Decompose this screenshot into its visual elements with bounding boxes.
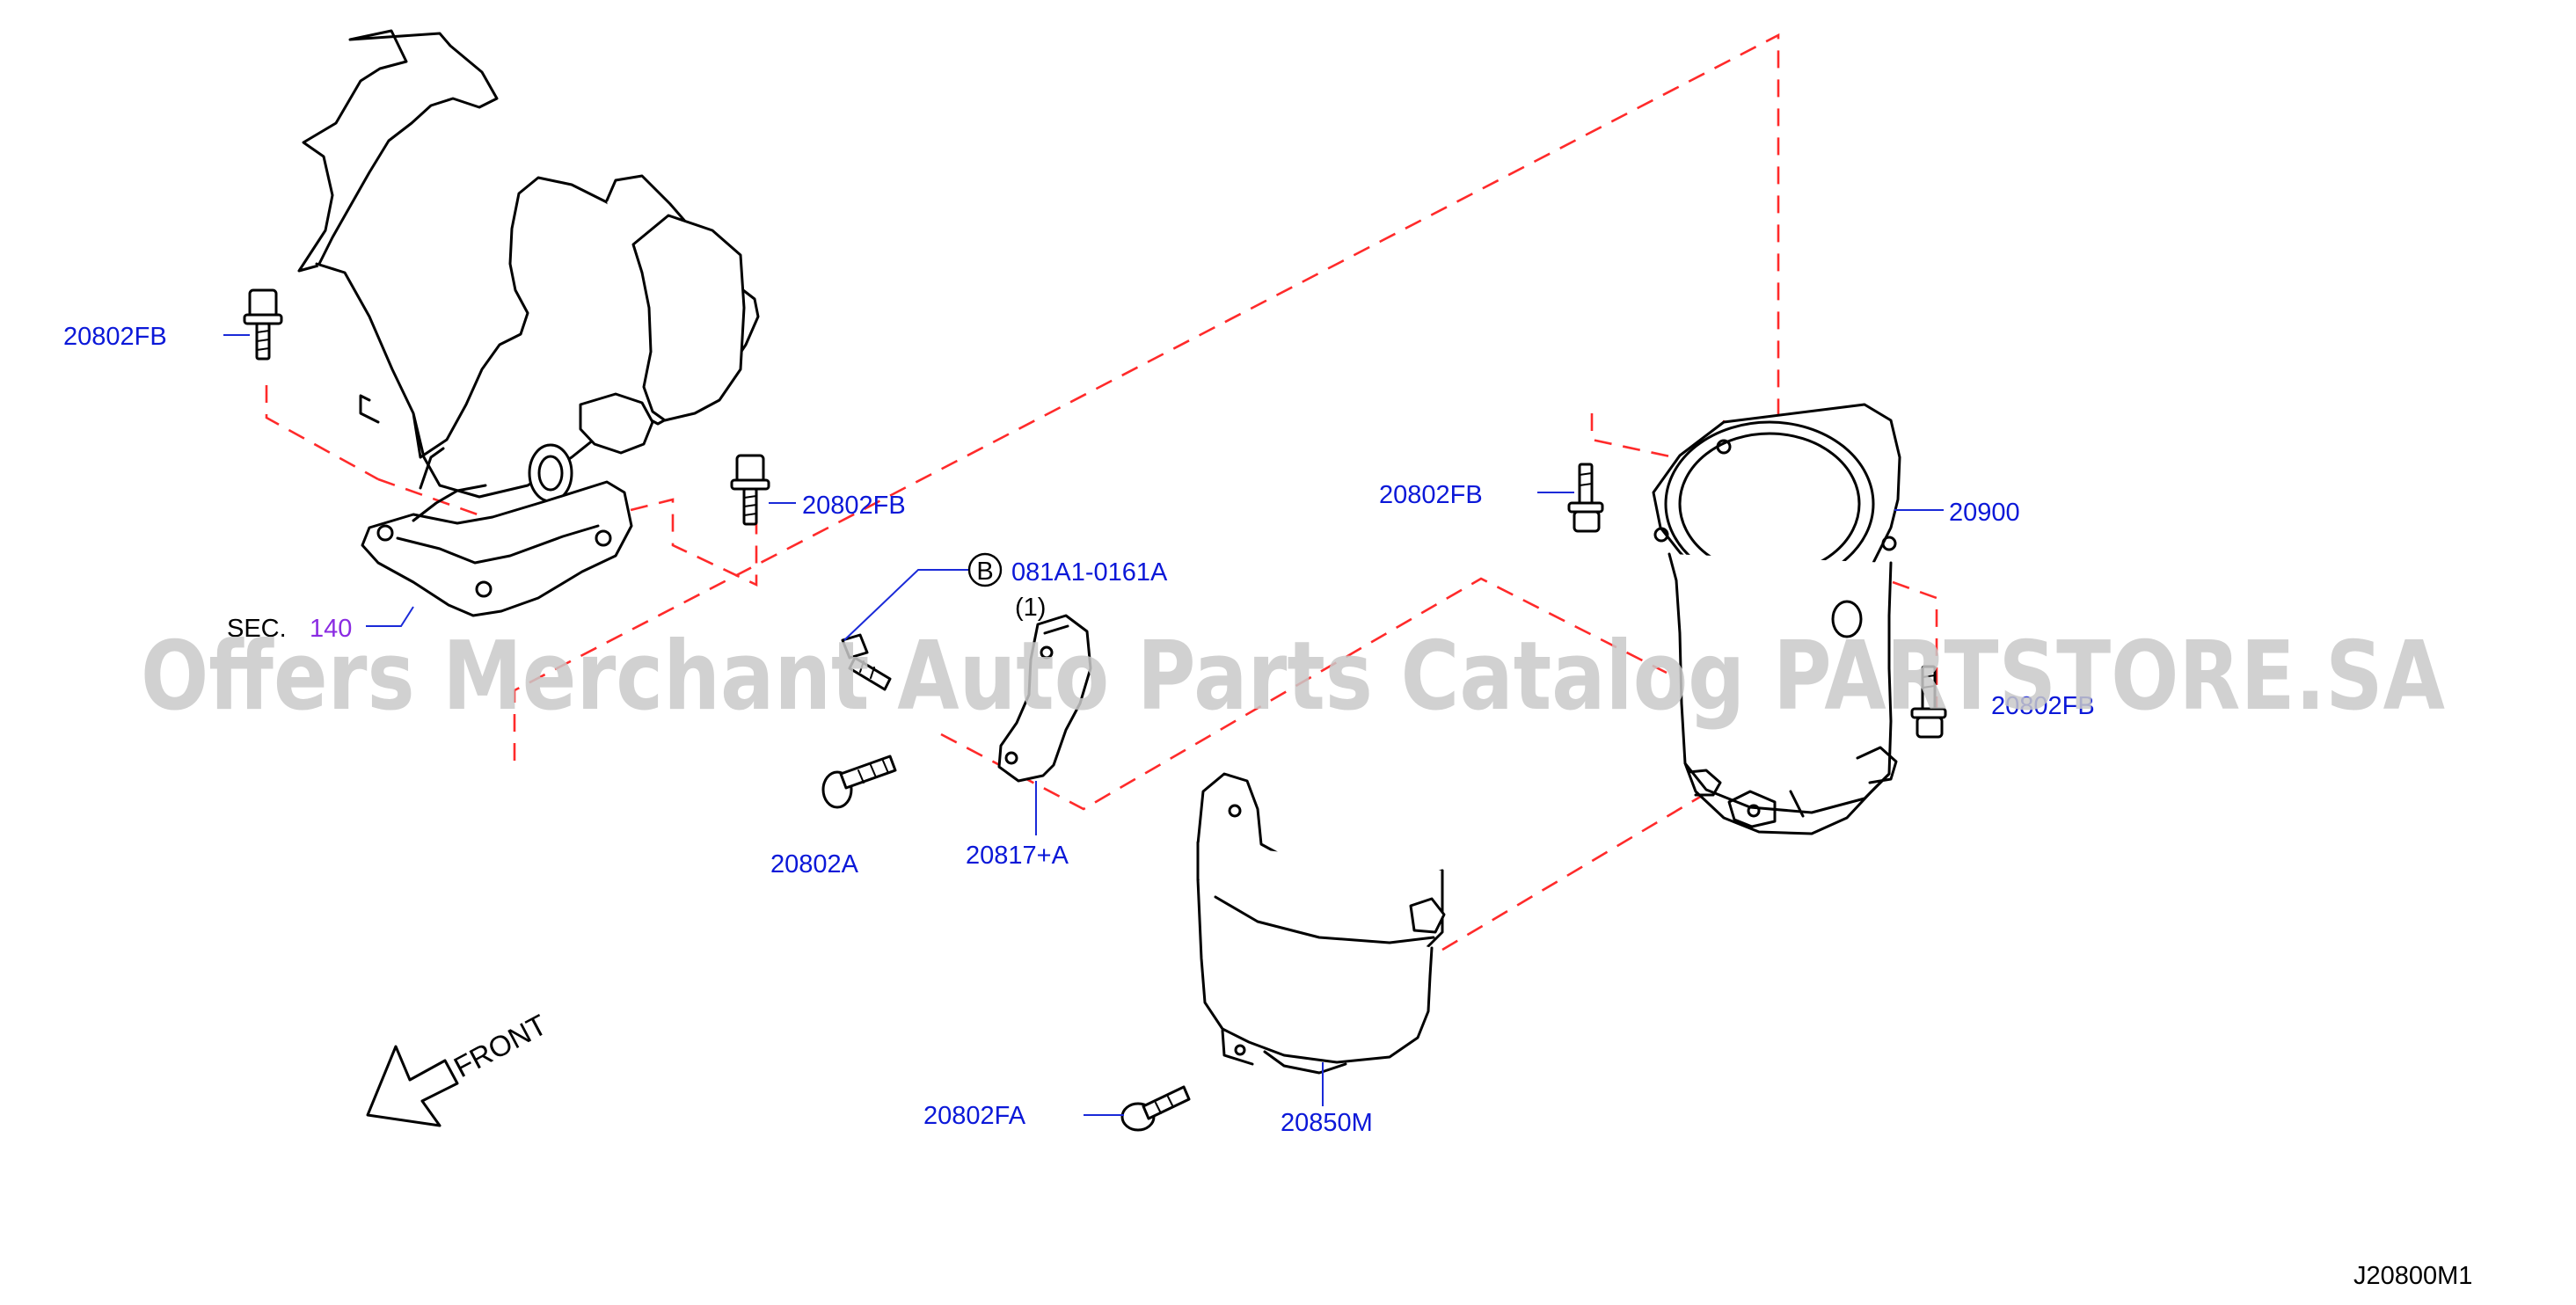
label-20802a[interactable]: 20802A	[770, 850, 859, 879]
label-081a1-quantity: (1)	[1015, 594, 1046, 622]
watermark-text: Offers Merchant Auto Parts Catalog PARTS…	[141, 622, 2445, 732]
catalytic-converter-20900	[1652, 403, 1901, 835]
front-arrow	[366, 1045, 459, 1127]
bolt-20802fa	[1120, 1085, 1191, 1132]
label-20802fb-right[interactable]: 20802FB	[1991, 692, 2095, 720]
label-20900[interactable]: 20900	[1949, 499, 2020, 527]
label-sec-number[interactable]: 140	[310, 615, 352, 643]
bracket-20817a	[997, 614, 1092, 783]
callout-b-letter: B	[976, 558, 993, 586]
label-081a1-0161a[interactable]: 081A1-0161A	[1011, 558, 1168, 587]
label-20802fb-center[interactable]: 20802FB	[1379, 481, 1483, 509]
bolt-20802a	[821, 755, 897, 809]
label-20817a[interactable]: 20817+A	[966, 842, 1069, 870]
label-20850m[interactable]: 20850M	[1281, 1109, 1373, 1137]
callout-b-circle	[967, 552, 1003, 587]
bolt-20802fb-right	[1910, 665, 1947, 739]
bolt-20802fb-upper-left	[243, 288, 283, 361]
bolt-20802fb-mid-left	[730, 454, 770, 526]
front-label: FRONT	[449, 1008, 552, 1083]
label-20802fb-mid-left[interactable]: 20802FB	[802, 492, 906, 520]
bolt-20802fb-center	[1567, 463, 1604, 533]
exhaust-manifold	[297, 29, 760, 617]
label-20802fa[interactable]: 20802FA	[923, 1102, 1026, 1130]
label-sec-prefix: SEC.	[227, 615, 287, 643]
label-20802fb-upper-left[interactable]: 20802FB	[63, 323, 167, 351]
bolt-081a1-0161a	[841, 633, 892, 691]
leader-lines	[223, 334, 1944, 1116]
diagram-code: J20800M1	[2353, 1262, 2472, 1290]
heat-shield-20850m	[1196, 772, 1446, 1075]
